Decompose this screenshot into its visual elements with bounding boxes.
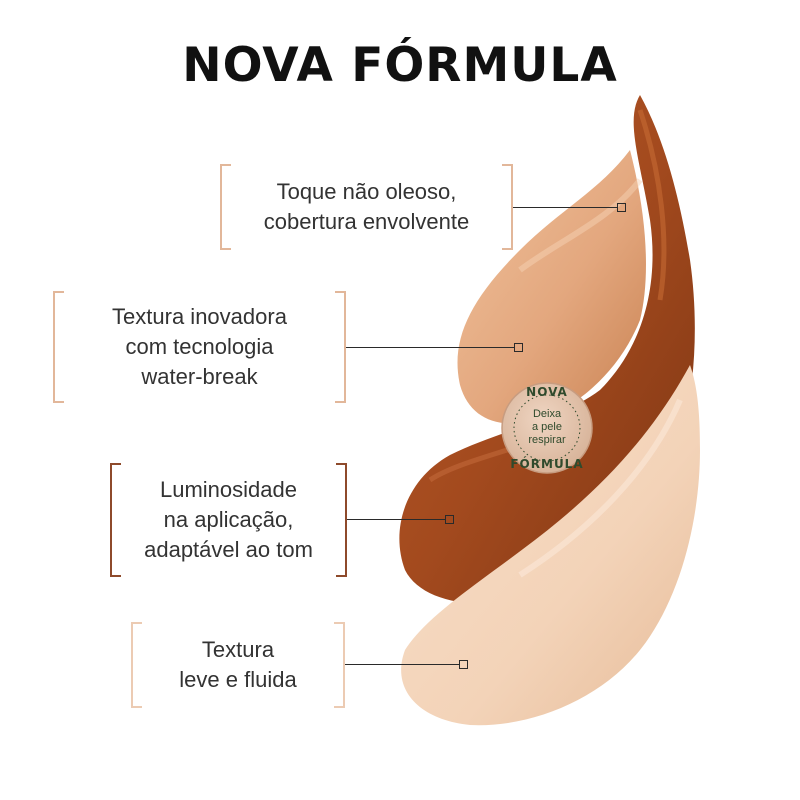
bracket-right xyxy=(334,622,345,708)
feature-text-line: water-break xyxy=(141,364,258,389)
feature-callout-light-texture: Textura leve e fluida xyxy=(131,622,345,708)
feature-text-line: Textura inovadora xyxy=(112,304,287,329)
leader-line xyxy=(513,207,618,208)
swatch-marker xyxy=(445,515,454,524)
swatch-marker xyxy=(459,660,468,669)
feature-text-line: cobertura envolvente xyxy=(263,209,470,234)
feature-text-line: Luminosidade xyxy=(160,477,297,502)
feature-text-line: adaptável ao tom xyxy=(144,537,313,562)
badge-bottom-text: FÓRMULA xyxy=(510,456,583,471)
bracket-left xyxy=(220,164,231,250)
nova-formula-badge: NOVA Deixa a pele respirar FÓRMULA xyxy=(501,382,593,474)
swatch-marker xyxy=(514,343,523,352)
swatch-marker xyxy=(617,203,626,212)
bracket-right xyxy=(336,463,347,577)
bracket-left xyxy=(131,622,142,708)
page-title: NOVA FÓRMULA xyxy=(182,38,618,93)
badge-center-line-2: a pele xyxy=(532,421,562,433)
badge-top-text: NOVA xyxy=(526,385,568,399)
badge-center-line-1: Deixa xyxy=(533,408,562,420)
bracket-right xyxy=(502,164,513,250)
feature-callout-non-oily: Toque não oleoso, cobertura envolvente xyxy=(220,164,513,250)
feature-text-line: Textura xyxy=(201,637,275,662)
leader-line xyxy=(347,519,445,520)
leader-line xyxy=(346,347,514,348)
bracket-left xyxy=(110,463,121,577)
bracket-right xyxy=(335,291,346,403)
feature-text-line: leve e fluida xyxy=(179,667,297,692)
badge-center-line-3: respirar xyxy=(528,434,566,446)
leader-line xyxy=(345,664,459,665)
feature-callout-luminosity: Luminosidade na aplicação, adaptável ao … xyxy=(110,463,347,577)
bracket-left xyxy=(53,291,64,403)
feature-text-line: Toque não oleoso, xyxy=(276,179,457,204)
light-swatch xyxy=(401,365,700,726)
feature-callout-water-break: Textura inovadora com tecnologia water-b… xyxy=(53,291,346,403)
feature-text-line: na aplicação, xyxy=(163,507,294,532)
feature-text-line: com tecnologia xyxy=(125,334,274,359)
